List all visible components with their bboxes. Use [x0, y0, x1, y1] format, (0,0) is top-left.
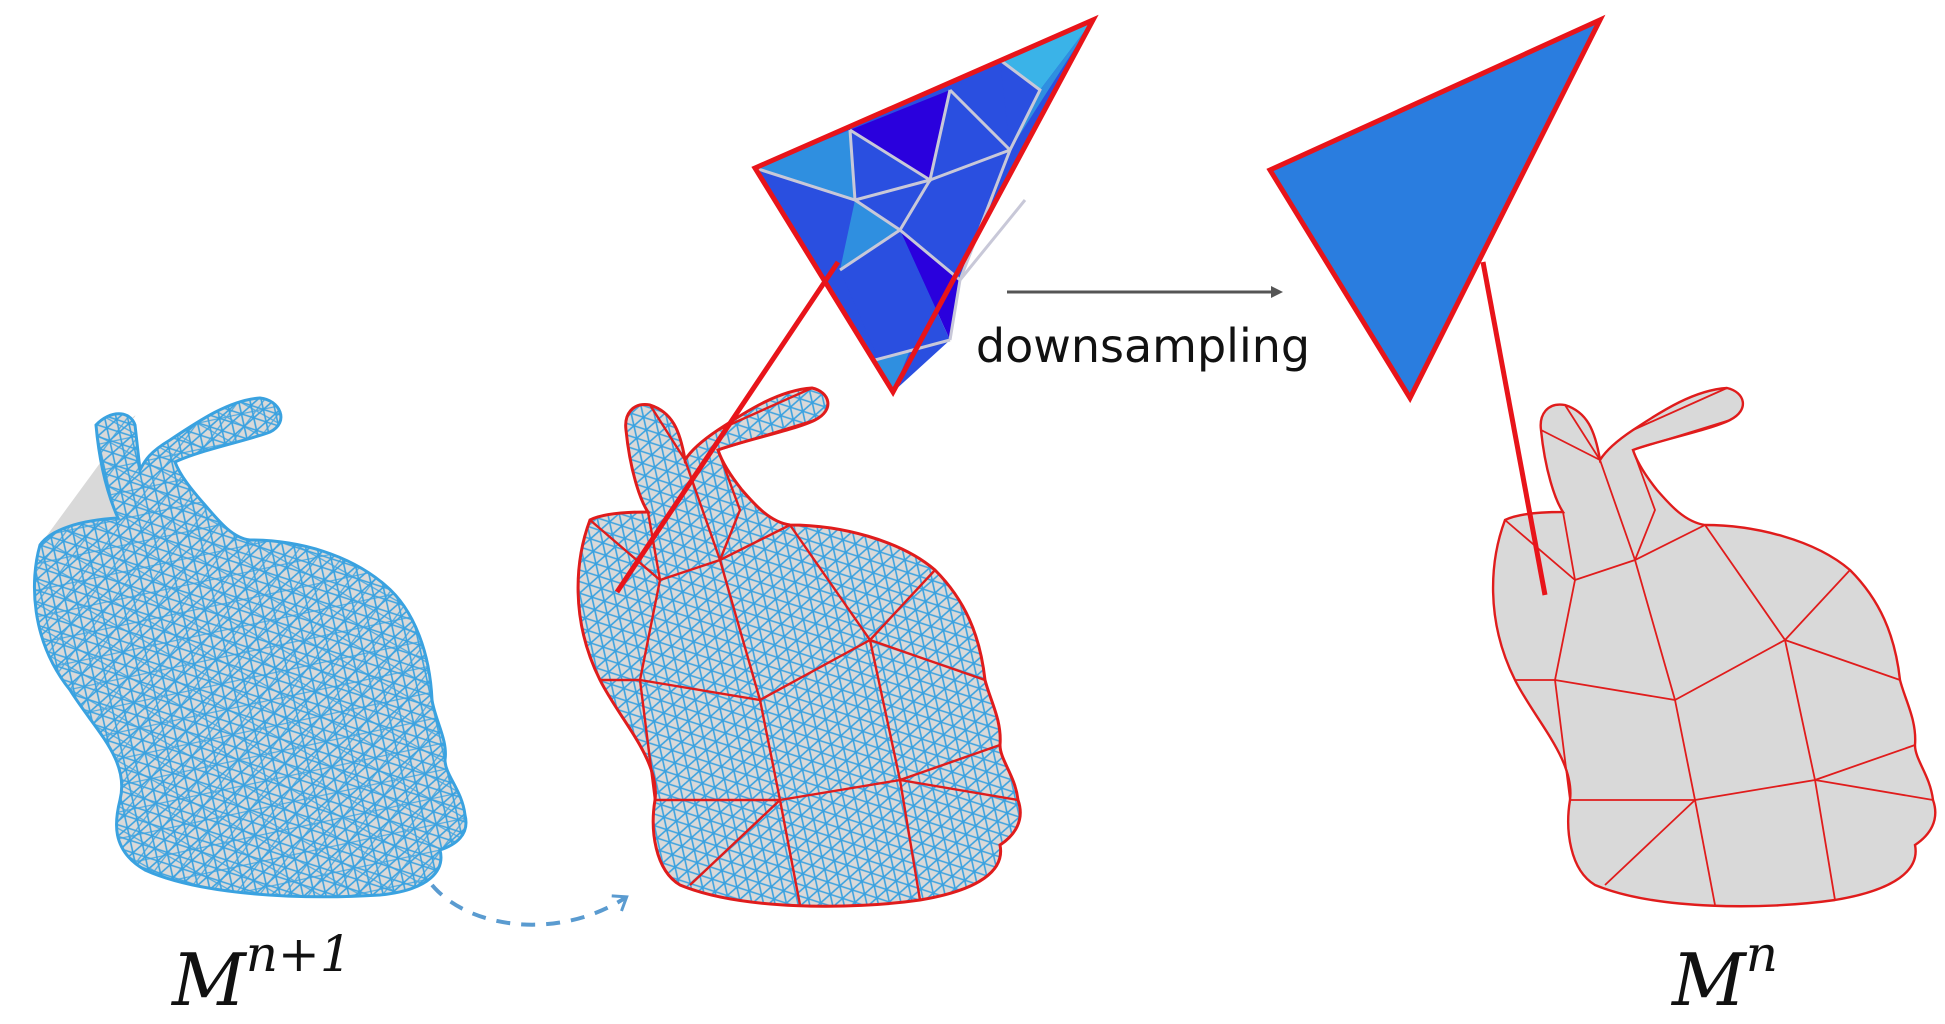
fine-mesh-bunny [32, 396, 468, 899]
coarse-mesh-label: Mn [1670, 925, 1778, 1022]
overlay-leader-line [614, 260, 841, 594]
zoomed-subface-edges [754, 58, 1042, 362]
coarse-mesh-bunny [1491, 386, 1937, 908]
downsampling-label: downsampling [976, 319, 1310, 373]
zoomed-fine-face [751, 14, 1099, 398]
zoomed-coarse-face [1266, 14, 1606, 404]
overlay-coarse-wireframe [576, 386, 1022, 908]
coarse-leader-line [1480, 261, 1548, 596]
fine-mesh-label: Mn+1 [170, 925, 352, 1022]
coarse-mesh-label-superscript: n [1746, 925, 1778, 983]
overlay-mesh-bunny [576, 386, 1022, 908]
fine-mesh-label-superscript: n+1 [246, 925, 352, 983]
coarse-mesh-label-base: M [1670, 938, 1748, 1022]
fine-mesh-label-base: M [170, 938, 248, 1022]
dashed-transfer-arrow [430, 883, 629, 927]
coarse-wireframe [1504, 387, 1934, 906]
